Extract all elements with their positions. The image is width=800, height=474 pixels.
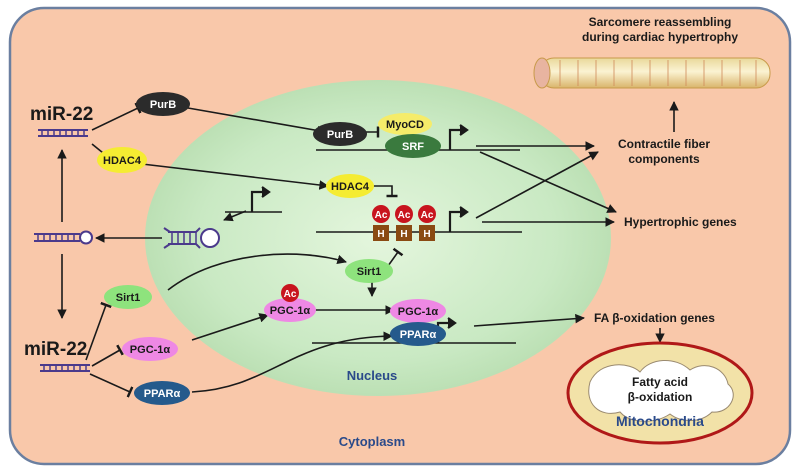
hdac4-node-cytoplasm	[97, 147, 147, 173]
acetyl-label: Ac	[284, 289, 297, 300]
acetyl-label: Ac	[375, 210, 388, 221]
purb-node-cytoplasm	[136, 92, 190, 116]
ppara-node-nucleus	[390, 322, 446, 346]
histone-mark	[373, 225, 389, 241]
nucleus-label: Nucleus	[347, 368, 398, 383]
pgc1a-node-nucleus	[390, 299, 446, 323]
pgc1a-label-acetylated: PGC-1α	[270, 305, 311, 317]
mirna-duplex-icon	[38, 129, 88, 137]
hdac4-label-nucleus: HDAC4	[331, 181, 370, 193]
sarcomere-label-line1: Sarcomere reassembling	[589, 15, 732, 29]
cytoplasm-label: Cytoplasm	[339, 434, 405, 449]
ppara-label-nucleus: PPARα	[400, 329, 437, 341]
mir22-label-bottom: miR-22	[24, 339, 87, 360]
fatty-acid-label-line1: Fatty acid	[632, 375, 688, 389]
histone-label: H	[377, 229, 384, 240]
promoter-arrow-icon	[448, 206, 469, 232]
srf-node	[385, 134, 441, 158]
mirna-duplex-icon	[34, 230, 93, 245]
sirt1-label-nucleus: Sirt1	[357, 266, 381, 278]
mir22-label-top: miR-22	[30, 104, 93, 125]
acetyl-mark	[281, 284, 299, 302]
mirna-duplex-icon	[40, 364, 90, 372]
mitochondria-label: Mitochondria	[616, 413, 704, 429]
pgc1a-label-nucleus: PGC-1α	[398, 306, 439, 318]
hdac4-node-nucleus	[326, 174, 374, 198]
histone-label: H	[400, 229, 407, 240]
hypertrophic-genes-label: Hypertrophic genes	[624, 215, 737, 229]
acetyl-mark	[418, 205, 436, 223]
pgc1a-label-cytoplasm: PGC-1α	[130, 344, 171, 356]
promoter-arrow-icon	[250, 186, 271, 212]
sarcomere-fiber-icon	[533, 57, 771, 89]
fatty-acid-label-line2: β-oxidation	[628, 390, 693, 404]
purb-label-cytoplasm: PurB	[150, 99, 176, 111]
mirna-hairpin-icon	[163, 227, 220, 249]
ppara-node-cytoplasm	[134, 381, 190, 405]
histone-mark	[396, 225, 412, 241]
pathway-edges	[57, 101, 679, 398]
contractile-label-line2: components	[628, 152, 700, 166]
acetyl-mark	[372, 205, 390, 223]
srf-label: SRF	[402, 141, 424, 153]
purb-label-nucleus: PurB	[327, 129, 353, 141]
sarcomere-label-line2: during cardiac hypertrophy	[582, 30, 738, 44]
pgc1a-node-acetylated	[264, 298, 316, 322]
histone-label: H	[423, 229, 430, 240]
sirt1-label-cytoplasm: Sirt1	[116, 292, 140, 304]
myocd-label: MyoCD	[386, 119, 424, 131]
pgc1a-node-cytoplasm	[122, 337, 178, 361]
acetyl-mark	[395, 205, 413, 223]
myocd-node	[378, 113, 432, 135]
sirt1-node-cytoplasm	[104, 285, 152, 309]
hdac4-label-cytoplasm: HDAC4	[103, 155, 142, 167]
histone-mark	[419, 225, 435, 241]
mitochondria-icon	[566, 341, 754, 445]
acetyl-label: Ac	[421, 210, 434, 221]
promoter-arrow-icon	[448, 124, 469, 150]
purb-node-nucleus	[313, 122, 367, 146]
sirt1-node-nucleus	[345, 259, 393, 283]
acetyl-label: Ac	[398, 210, 411, 221]
contractile-label-line1: Contractile fiber	[618, 137, 710, 151]
ppara-label-cytoplasm: PPARα	[144, 388, 181, 400]
fa-beta-oxidation-genes-label: FA β-oxidation genes	[594, 311, 715, 325]
